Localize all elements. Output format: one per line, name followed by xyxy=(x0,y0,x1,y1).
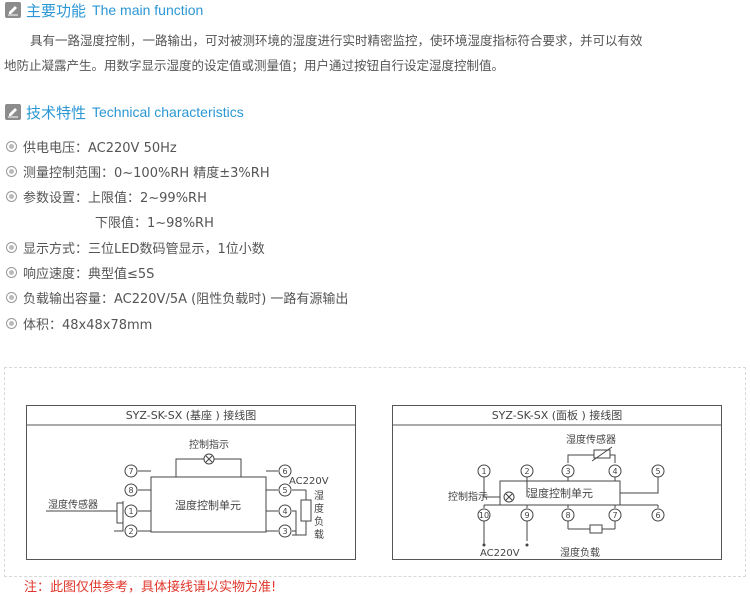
terminal-3: 3 xyxy=(565,467,570,476)
circle-bullet-icon xyxy=(6,317,17,329)
base-wiring-diagram: SYZ-SK-SX (基座 ) 接线图 控制指示 湿度控制单元 7 8 1 2 … xyxy=(26,405,356,560)
spec-item: 参数设置：上限值：2~99%RH xyxy=(6,186,207,206)
spec-item: 供电电压：AC220V 50Hz xyxy=(6,136,177,156)
lamp-icon xyxy=(503,491,515,503)
sensor-icon xyxy=(591,446,613,462)
terminal-2: 2 xyxy=(524,467,529,476)
load-resistor-icon xyxy=(589,524,603,534)
spec-item: 测量控制范围：0~100%RH 精度±3%RH xyxy=(6,161,270,181)
terminal-1: 1 xyxy=(481,467,486,476)
diagram-title: SYZ-SK-SX (基座 ) 接线图 xyxy=(126,408,257,422)
terminal-10: 10 xyxy=(479,511,489,520)
section-main-function-heading: 主要功能 The main function xyxy=(4,0,203,21)
supply-terminal-dot xyxy=(482,543,486,547)
terminal-8: 8 xyxy=(128,486,133,495)
circle-bullet-icon xyxy=(6,140,17,152)
circle-bullet-icon xyxy=(6,291,17,303)
diagram-title: SYZ-SK-SX (面板 ) 接线图 xyxy=(492,408,623,422)
control-unit-label: 湿度控制单元 xyxy=(175,498,241,512)
terminal-5: 5 xyxy=(282,486,287,495)
load-resistor-icon xyxy=(300,499,312,522)
section-title-en: Technical characteristics xyxy=(92,104,244,120)
indicator-label: 控制指示 xyxy=(189,438,229,451)
load-label-char: 载 xyxy=(314,529,324,541)
circle-bullet-icon xyxy=(6,165,17,177)
terminal-6: 6 xyxy=(282,467,287,476)
supply-label: AC220V xyxy=(289,476,329,487)
load-label-char: 负 xyxy=(314,515,324,528)
terminal-2: 2 xyxy=(128,527,133,536)
section-title-cn: 技术特性 xyxy=(26,103,87,122)
spec-sub-item: 下限值：1~98%RH xyxy=(95,215,214,231)
control-unit-label: 湿度控制单元 xyxy=(527,486,593,500)
section-tech-heading: 技术特性 Technical characteristics xyxy=(4,101,244,123)
paragraph-line-2: 地防止凝露产生。用数字显示湿度的设定值或测量值；用户通过按钮自行设定湿度控制值。 xyxy=(4,58,505,73)
terminal-5: 5 xyxy=(655,467,660,476)
terminal-1: 1 xyxy=(128,507,133,516)
pencil-box-icon xyxy=(5,2,21,18)
main-function-paragraph: 具有一路湿度控制，一路输出，可对被测环境的湿度进行实时精密监控，使环境湿度指标符… xyxy=(4,28,746,78)
circle-bullet-icon xyxy=(6,190,17,202)
terminal-7: 7 xyxy=(128,467,133,476)
panel-wiring-diagram: SYZ-SK-SX (面板 ) 接线图 湿度传感器 湿度控制单元 1 2 3 4… xyxy=(392,405,722,560)
section-title-en: The main function xyxy=(92,2,204,18)
terminal-3: 3 xyxy=(282,527,287,536)
terminal-4: 4 xyxy=(612,467,617,476)
terminal-9: 9 xyxy=(524,511,529,520)
spec-item: 显示方式：三位LED数码管显示，1位小数 xyxy=(6,237,265,257)
terminal-8: 8 xyxy=(565,511,570,520)
terminal-6: 6 xyxy=(655,511,660,520)
supply-label: AC220V xyxy=(480,548,520,559)
indicator-label: 控制指示 xyxy=(448,490,488,503)
sensor-label: 湿度传感器 xyxy=(566,433,616,446)
circle-bullet-icon xyxy=(6,241,17,253)
load-label-char: 度 xyxy=(314,502,324,515)
sensor-label: 湿度传感器 xyxy=(48,498,98,511)
spec-item: 响应速度：典型值≤5S xyxy=(6,262,154,282)
wiring-diagrams-frame xyxy=(4,367,746,577)
spec-item: 体积：48x48x78mm xyxy=(6,313,152,333)
reference-note: 注：此图仅供参考，具体接线请以实物为准! xyxy=(24,580,277,595)
load-label-char: 湿 xyxy=(314,490,324,502)
paragraph-line-1: 具有一路湿度控制，一路输出，可对被测环境的湿度进行实时精密监控，使环境湿度指标符… xyxy=(30,33,643,48)
lamp-icon xyxy=(203,453,215,465)
pencil-box-icon xyxy=(5,104,21,120)
supply-terminal-dot xyxy=(525,543,529,547)
load-label: 湿度负载 xyxy=(560,546,600,559)
circle-bullet-icon xyxy=(6,266,17,278)
section-title-cn: 主要功能 xyxy=(26,1,87,20)
sensor-icon xyxy=(116,502,124,524)
terminal-4: 4 xyxy=(282,507,287,516)
terminal-7: 7 xyxy=(612,511,617,520)
spec-item: 负载输出容量：AC220V/5A (阻性负载时) 一路有源输出 xyxy=(6,287,348,307)
